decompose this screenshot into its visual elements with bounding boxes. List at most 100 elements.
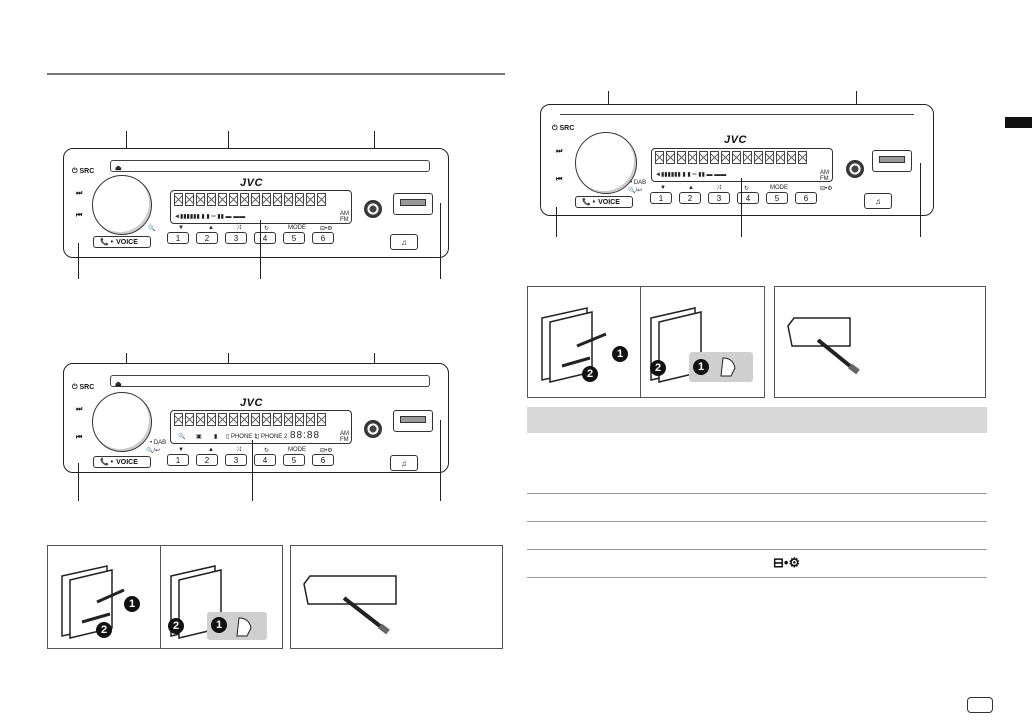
music-icon[interactable]: ♫ [864,193,892,209]
callout-line [556,207,557,237]
down-arrow-icon: ▼ [178,225,184,231]
preset-button-6[interactable]: 6 [795,192,817,204]
eject-icon: ⏏ [115,165,122,172]
callout-line [78,463,79,501]
dab-text: DAB [633,180,647,186]
voice-button[interactable]: 📞 • VOICE [93,236,151,248]
detach-step-drawing [541,307,607,383]
preset-button-1[interactable]: 1 [650,192,672,204]
preset-button-2[interactable]: 2 [196,232,218,244]
voice-text: VOICE [598,198,620,206]
dab-label: • DAB [150,440,167,446]
step-one-marker: 1 [124,596,140,612]
disc-slot [110,160,430,172]
music-icon[interactable]: ♫ [390,234,418,250]
aux-jack[interactable] [846,160,864,178]
next-track-icon: ⏭ [556,148,563,155]
volume-knob[interactable] [92,392,152,452]
dab-text: DAB [153,440,167,446]
segment-row [174,193,326,206]
down-arrow-icon: ▼ [178,447,184,453]
repeat-icon: ↻ [264,226,270,232]
src-text: SRC [79,168,95,175]
voice-button[interactable]: 📞 • VOICE [575,196,633,208]
mode-label: MODE [288,447,306,453]
brand-logo: JVC [240,397,263,409]
up-arrow-icon: ▲ [208,447,214,453]
table-row-rule [527,521,987,522]
usb-port[interactable] [393,193,433,215]
step-two-marker: 2 [96,622,112,638]
display-settings-icon: ⊟•⚙ [773,555,801,570]
usb-port[interactable] [872,150,912,172]
table-row-rule [527,493,987,494]
callout-line [78,243,79,279]
search-back-icon: 🔍/↩ [146,448,161,454]
fm-label: FM [340,437,349,443]
preset-button-5[interactable]: 5 [283,232,305,244]
page-badge [967,697,993,713]
preset-button-4[interactable]: 4 [737,192,759,204]
volume-knob[interactable] [92,175,152,235]
preset-button-1[interactable]: 1 [167,232,189,244]
mode-label: MODE [288,225,306,231]
display-indicators: ◄▮▮▮▮▮▮ ▮ ▮ ═ ▮▮ ▬ ▬▬ [655,172,727,178]
battery-icon: ▮ [214,434,218,440]
prev-track-icon: ⏮ [556,176,563,183]
volume-knob[interactable] [575,132,637,194]
power-src-label: ⏻ SRC [72,384,95,391]
callout-line [920,163,921,237]
display-settings-icon: ⊟•⚙ [820,186,833,192]
prev-track-icon: ⏮ [76,212,83,219]
preset-button-4[interactable]: 4 [254,454,276,466]
illustration-divider [640,286,641,398]
preset-button-6[interactable]: 6 [312,232,334,244]
eject-icon: ⏏ [115,381,122,388]
callout-line [741,178,742,237]
cleaning-drawing [303,575,397,635]
up-arrow-icon: ▲ [208,225,214,231]
preset-button-4[interactable]: 4 [254,232,276,244]
step-two-marker: 2 [582,366,598,382]
preset-button-1[interactable]: 1 [167,454,189,466]
music-icon[interactable]: ♫ [390,455,418,471]
down-arrow-icon: ▼ [660,185,666,191]
search-back-icon: 🔍/↩ [628,188,643,194]
preset-button-3[interactable]: 3 [225,454,247,466]
display-settings-icon: ⊟•⚙ [320,448,333,454]
callout-line [252,440,253,501]
power-src-label: ⏻ SRC [552,125,575,132]
aux-jack[interactable] [364,420,382,438]
brand-logo: JVC [240,177,263,189]
segment-row [174,413,326,426]
press-button-drawing [650,307,753,383]
preset-button-6[interactable]: 6 [312,454,334,466]
shuffle-icon: ⤨ [236,447,241,453]
voice-button[interactable]: 📞 • VOICE [93,456,151,468]
am-label: AM [340,211,349,217]
repeat-icon: ↻ [264,448,270,454]
preset-button-3[interactable]: 3 [708,192,730,204]
preset-button-5[interactable]: 5 [766,192,788,204]
detach-step-drawing [61,565,125,639]
top-trim [560,114,914,122]
usb-port[interactable] [393,410,433,432]
table-row-rule [527,549,987,550]
preset-button-2[interactable]: 2 [679,192,701,204]
table-header-band [527,407,987,433]
callout-line [260,220,261,279]
preset-button-2[interactable]: 2 [196,454,218,466]
brand-logo: JVC [724,134,747,146]
search-indicator-icon: 🔍 [178,434,186,440]
display-settings-icon: ⊟•⚙ [320,226,333,232]
language-tab [1005,117,1032,128]
next-track-icon: ⏭ [76,406,83,413]
aux-jack[interactable] [364,200,382,218]
callout-line [440,420,441,501]
preset-button-3[interactable]: 3 [225,232,247,244]
phone2-text: PHONE 2 [260,434,288,440]
preset-button-5[interactable]: 5 [283,454,305,466]
am-label: AM [340,431,349,437]
disc-slot [110,375,430,387]
src-text: SRC [79,384,95,391]
